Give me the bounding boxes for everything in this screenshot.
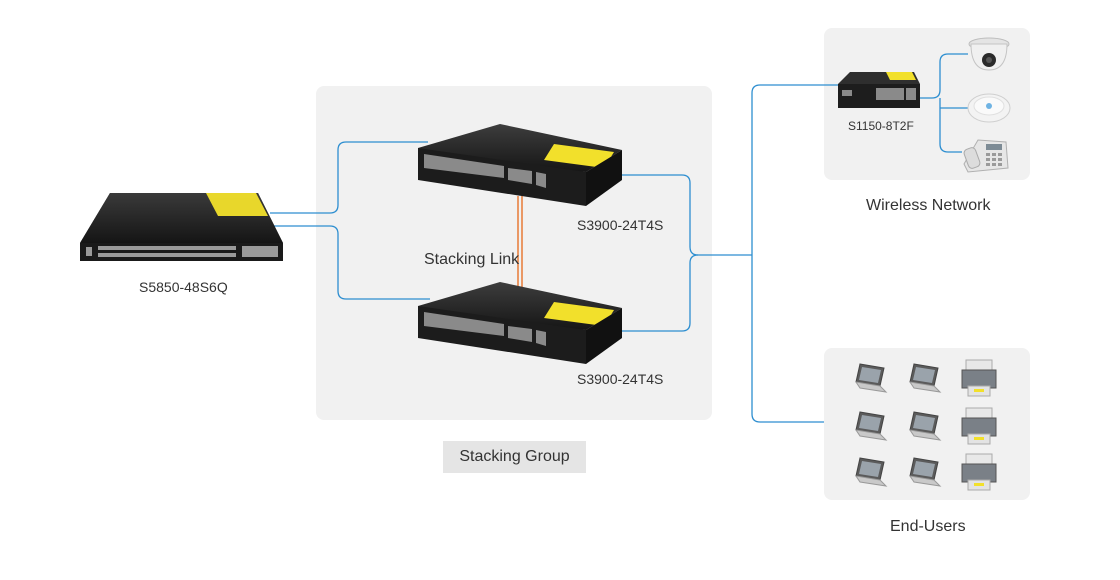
wireless-switch-label: S1150-8T2F (848, 119, 914, 133)
link-bottom-switch-to-uplink (600, 254, 699, 332)
printer-icon (961, 407, 997, 445)
laptop-icon (908, 457, 942, 487)
stack-switch-bottom-label: S3900-24T4S (577, 371, 664, 387)
laptop-icon (908, 363, 942, 393)
laptop-icon (908, 411, 942, 441)
stack-switch-top (418, 124, 622, 206)
laptop-icon (854, 457, 888, 487)
link-top-switch-to-uplink (600, 174, 752, 256)
stack-switch-bottom (418, 282, 622, 364)
printer-icon (961, 359, 997, 397)
printer-icon (961, 453, 997, 491)
link-uplink-to-end-users (751, 255, 824, 423)
core-switch (80, 193, 283, 261)
link-wireless-switch-to-devices (920, 53, 968, 153)
stacking-group-caption: Stacking Group (443, 441, 586, 473)
ip-phone-icon (963, 139, 1009, 173)
wireless-switch (838, 72, 920, 108)
link-core-to-top-switch (270, 141, 428, 214)
dome-camera-icon (968, 37, 1010, 71)
laptop-icon (854, 363, 888, 393)
wireless-network-caption: Wireless Network (866, 197, 991, 214)
end-users-grid (846, 356, 1016, 496)
end-users-caption: End-Users (890, 518, 966, 535)
link-uplink-trunk (751, 84, 838, 255)
link-core-to-bottom-switch (270, 225, 430, 300)
stack-switch-top-label: S3900-24T4S (577, 217, 664, 233)
core-switch-label: S5850-48S6Q (139, 279, 228, 295)
stacking-link-label: Stacking Link (424, 251, 520, 268)
access-point-icon (967, 93, 1011, 123)
laptop-icon (854, 411, 888, 441)
